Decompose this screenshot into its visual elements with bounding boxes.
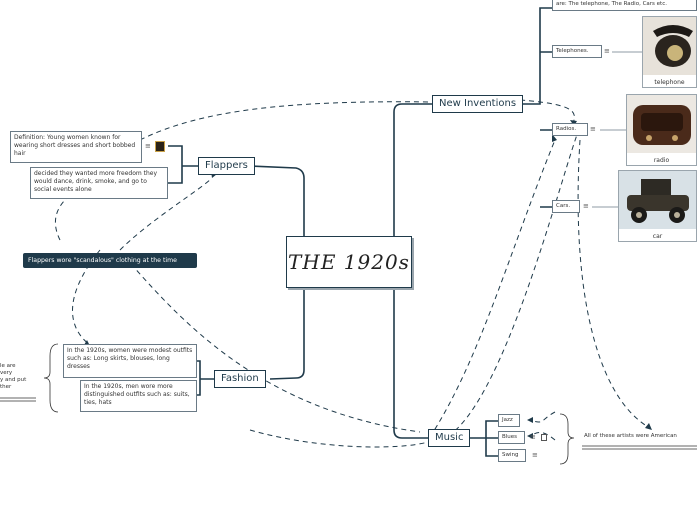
topic-fashion[interactable]: Fashion — [214, 370, 266, 388]
genre-blues[interactable]: Blues — [498, 431, 525, 444]
topic-music-label: Music — [435, 432, 464, 443]
fashion-left-fragment-text: le are very y and put ther — [0, 363, 27, 390]
relation-8 — [439, 131, 579, 441]
image-thumbnail-icon — [155, 141, 165, 152]
notes-icon[interactable]: ≡ — [590, 125, 596, 133]
item-cars[interactable]: Cars. — [552, 200, 580, 213]
genre-swing-label: Swing — [502, 452, 519, 458]
relation-2 — [124, 256, 421, 433]
connector-flappers — [249, 165, 305, 238]
attachment-icon[interactable] — [541, 434, 547, 441]
topic-new-inventions-label: New Inventions — [439, 98, 517, 109]
brace-music — [559, 413, 575, 465]
fashion-women-text: In the 1920s, women were modest outfits … — [67, 347, 193, 370]
relation-7 — [429, 139, 556, 438]
item-telephones-label: Telephones. — [556, 48, 589, 54]
music-summary-text: All of these artists were American — [584, 433, 677, 439]
connector-music-genres — [470, 420, 498, 457]
notes-icon[interactable]: ≡ — [532, 451, 538, 459]
flappers-callout[interactable]: Flappers wore "scandalous" clothing at t… — [23, 253, 197, 268]
topic-flappers-label: Flappers — [205, 160, 248, 171]
relation-11 — [529, 432, 556, 441]
radio-picture-icon — [627, 95, 696, 153]
topic-fashion-label: Fashion — [221, 373, 259, 384]
central-topic-title: THE 1920s — [288, 250, 410, 274]
brace-fashion-left — [43, 343, 59, 413]
inventions-note-text: are: The telephone, The Radio, Cars etc. — [556, 1, 667, 7]
notes-icon[interactable]: ≡ — [530, 433, 536, 441]
item-cars-label: Cars. — [556, 203, 571, 209]
topic-music[interactable]: Music — [428, 429, 471, 447]
connector-flapper-notes — [168, 145, 198, 184]
central-topic[interactable]: THE 1920s — [286, 236, 412, 288]
genre-swing[interactable]: Swing — [498, 449, 526, 462]
genre-jazz-label: Jazz — [502, 417, 513, 423]
inventions-note[interactable]: are: The telephone, The Radio, Cars etc. — [552, 0, 697, 11]
car-caption: car — [652, 233, 663, 240]
connector-inventions — [393, 103, 432, 238]
topic-flappers[interactable]: Flappers — [198, 157, 255, 175]
relation-4 — [139, 101, 433, 141]
radio-caption: radio — [653, 157, 670, 164]
connector-music — [393, 288, 428, 439]
relation-10 — [529, 411, 556, 423]
fashion-men-text: In the 1920s, men wore more distinguishe… — [84, 383, 190, 406]
telephone-caption: telephone — [654, 79, 685, 86]
flappers-detail[interactable]: decided they wanted more freedom they wo… — [30, 167, 168, 199]
fashion-men-note[interactable]: In the 1920s, men wore more distinguishe… — [80, 380, 197, 412]
notes-icon[interactable]: ≡ — [604, 47, 610, 55]
flappers-definition[interactable]: Definition: Young women known for wearin… — [10, 131, 142, 163]
item-radios[interactable]: Radios. — [552, 123, 588, 136]
music-summary: All of these artists were American — [584, 433, 697, 440]
connector-fashion — [269, 288, 305, 380]
fashion-left-fragment: le are very y and put ther — [0, 356, 40, 391]
notes-icon[interactable]: ≡ — [145, 142, 151, 150]
flappers-callout-text: Flappers wore "scandalous" clothing at t… — [28, 257, 177, 264]
telephone-picture-icon — [643, 17, 696, 75]
notes-icon[interactable]: ≡ — [583, 202, 589, 210]
radio-image: radio — [626, 94, 697, 166]
flappers-definition-text: Definition: Young women known for wearin… — [14, 134, 136, 157]
genre-blues-label: Blues — [502, 434, 518, 440]
topic-new-inventions[interactable]: New Inventions — [432, 95, 524, 113]
genre-jazz[interactable]: Jazz — [498, 414, 520, 427]
item-radios-label: Radios. — [556, 126, 577, 132]
connector-invention-items — [520, 7, 552, 208]
item-telephones[interactable]: Telephones. — [552, 45, 602, 58]
car-picture-icon — [619, 171, 696, 229]
car-image: car — [618, 170, 697, 242]
telephone-image: telephone — [642, 16, 697, 88]
relation-5 — [119, 177, 213, 251]
fashion-women-note[interactable]: In the 1920s, women were modest outfits … — [63, 344, 197, 378]
connector-fashion-notes — [196, 360, 214, 396]
flappers-detail-text: decided they wanted more freedom they wo… — [34, 170, 158, 193]
